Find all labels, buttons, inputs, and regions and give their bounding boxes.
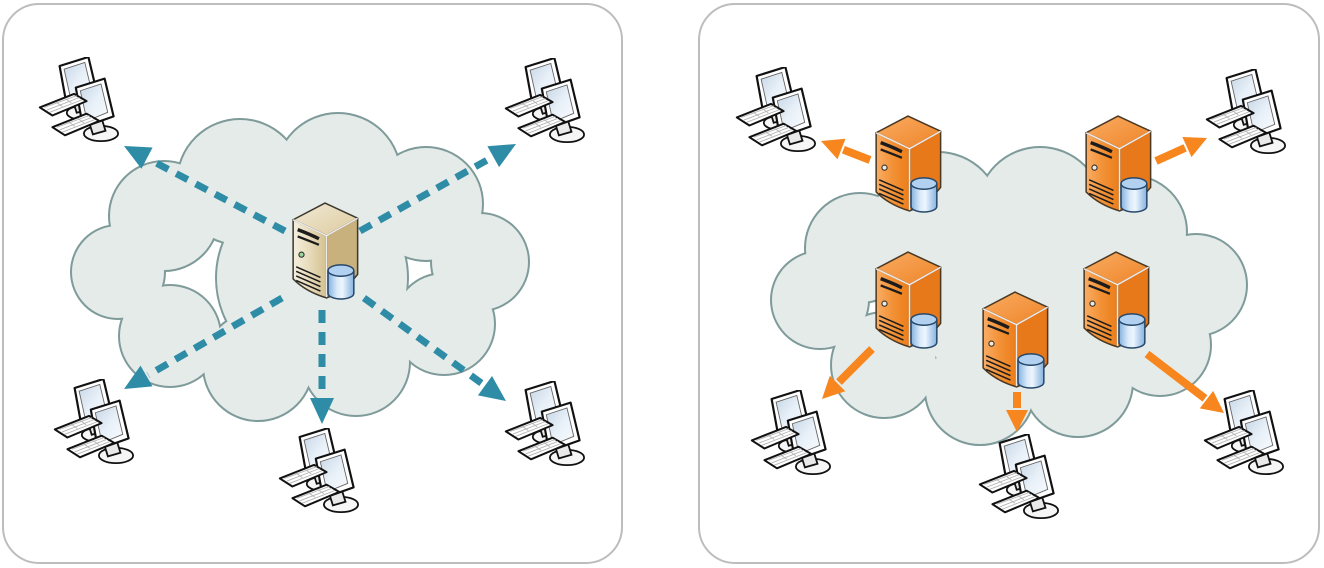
link-line: [146, 294, 284, 379]
server-icon-orange: [981, 290, 1050, 390]
dashed-link-arrow: [310, 310, 334, 424]
arrowhead-icon: [822, 375, 846, 399]
arrowhead-icon: [821, 138, 846, 160]
dashed-link-arrow: [124, 146, 287, 235]
solid-link-arrow: [822, 346, 875, 399]
link-line: [147, 155, 287, 235]
server-icon-orange: [1084, 114, 1153, 214]
arrowhead-icon: [1006, 410, 1028, 432]
link-line: [358, 154, 494, 235]
server-icon-beige: [291, 201, 360, 301]
arrowhead-icon: [310, 398, 334, 424]
link-line: [1154, 144, 1187, 165]
solid-link-arrow: [821, 138, 872, 164]
arrowhead-icon: [124, 365, 153, 389]
panel-left-single-server-cloud: [2, 3, 623, 564]
dashed-link-arrow: [124, 294, 284, 389]
server-icon-orange: [874, 250, 943, 350]
link-line: [1144, 350, 1208, 402]
dashed-link-arrow: [361, 295, 506, 401]
link-line: [361, 295, 486, 388]
arrowhead-icon: [477, 376, 506, 401]
panel-right-distributed-servers-cloud: [698, 3, 1320, 564]
link-line: [841, 145, 872, 164]
solid-link-arrow: [1144, 350, 1224, 413]
server-icon-orange: [1082, 250, 1151, 350]
arrowhead-icon: [487, 144, 516, 168]
dashed-link-arrow: [358, 144, 516, 235]
arrowhead-icon: [124, 146, 153, 169]
server-icon-orange: [874, 114, 943, 214]
cloud-shape: [70, 112, 530, 422]
solid-link-arrow: [1006, 392, 1028, 432]
solid-link-arrow: [1154, 137, 1207, 165]
link-line: [836, 346, 875, 385]
arrowhead-icon: [1199, 390, 1224, 413]
arrowhead-icon: [1182, 137, 1207, 158]
